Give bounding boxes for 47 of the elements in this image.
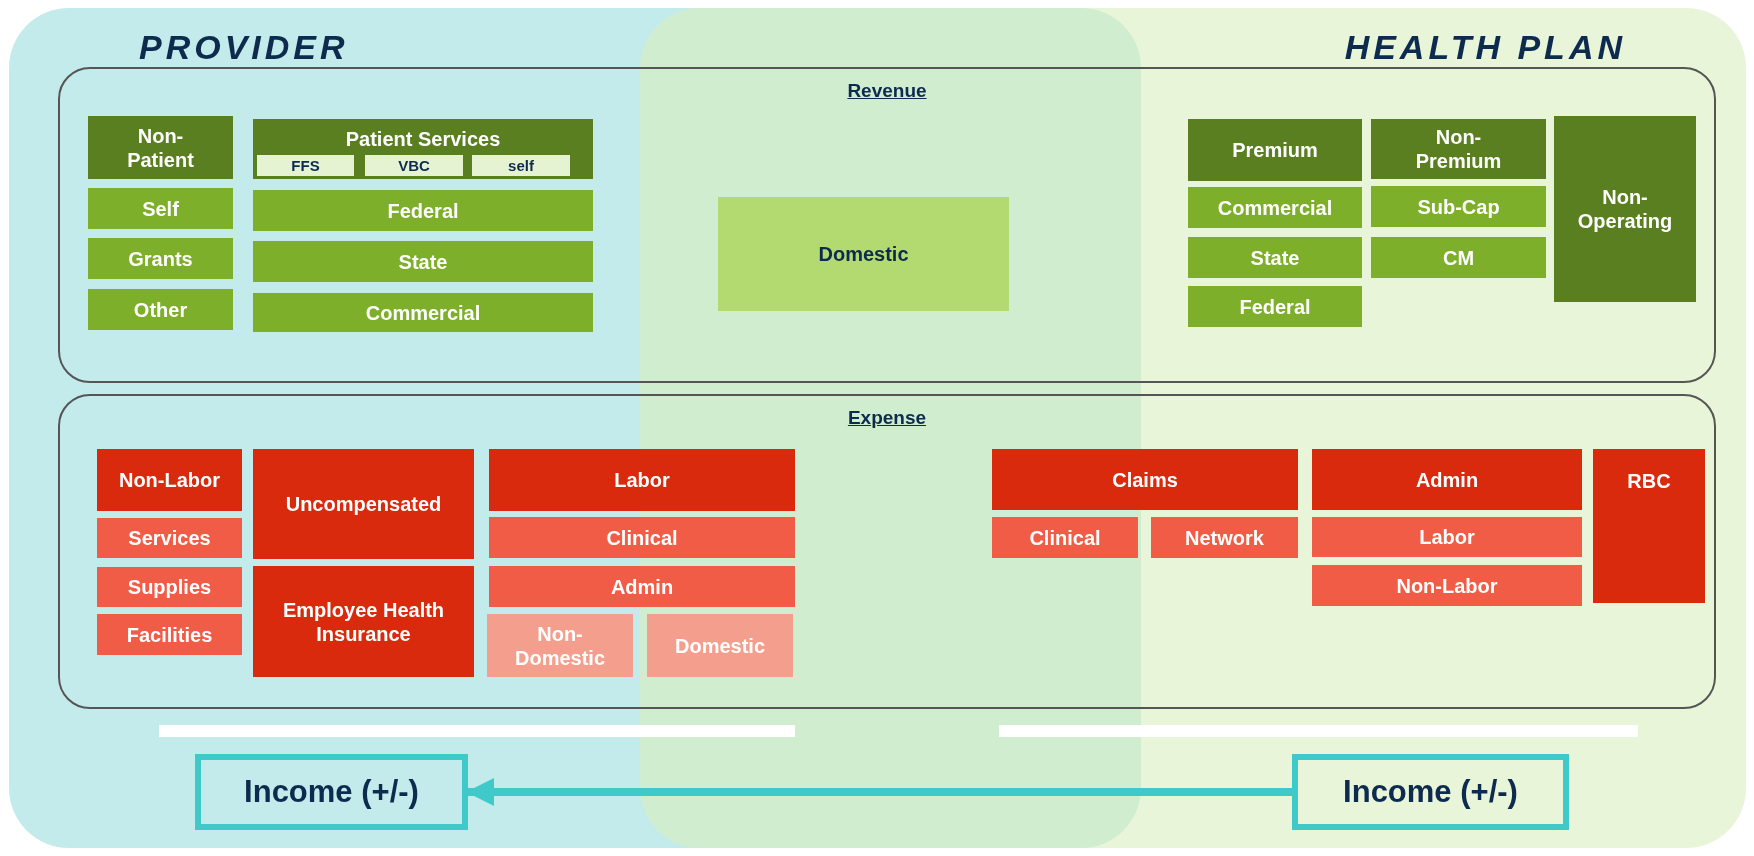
category-box: Federal xyxy=(1188,286,1362,327)
income-box: Income (+/-) xyxy=(195,754,468,830)
category-header-box: Non-Operating xyxy=(1554,116,1696,302)
category-box: Other xyxy=(88,289,233,330)
category-box: Clinical xyxy=(992,517,1138,558)
category-box: Non-Domestic xyxy=(487,614,633,677)
category-header-box: Non-Labor xyxy=(97,449,242,511)
category-box: Self xyxy=(88,188,233,229)
category-box: Non-Labor xyxy=(1312,565,1582,606)
category-box: State xyxy=(1188,237,1362,278)
category-box: Clinical xyxy=(489,517,795,558)
category-box: Services xyxy=(97,518,242,558)
category-box: State xyxy=(253,241,593,282)
category-box: Domestic xyxy=(647,614,793,677)
income-box: Income (+/-) xyxy=(1292,754,1569,830)
category-box: Supplies xyxy=(97,567,242,607)
category-header-box: Premium xyxy=(1188,119,1362,181)
category-box: Domestic xyxy=(718,197,1009,311)
region-title: HEALTH PLAN xyxy=(1344,27,1626,68)
category-header-box: RBC xyxy=(1593,449,1705,603)
region-title: PROVIDER xyxy=(139,28,349,66)
category-box: Commercial xyxy=(1188,187,1362,228)
section-panel xyxy=(58,394,1716,709)
arrow xyxy=(466,778,1292,806)
category-box: Grants xyxy=(88,238,233,279)
category-header-box: Non-Premium xyxy=(1371,119,1546,179)
category-header-box: Claims xyxy=(992,449,1298,510)
section-heading: Expense xyxy=(847,406,927,430)
category-box: Commercial xyxy=(253,293,593,332)
category-box: Admin xyxy=(489,566,795,607)
category-header-box: Employee Health Insurance xyxy=(253,566,474,677)
category-box: Network xyxy=(1151,517,1298,558)
category-box: Labor xyxy=(1312,517,1582,557)
section-heading: Revenue xyxy=(847,79,927,103)
category-header-box: Uncompensated xyxy=(253,449,474,559)
category-header-box: Labor xyxy=(489,449,795,511)
section-panel xyxy=(58,67,1716,383)
category-header-box: Non-Patient xyxy=(88,116,233,179)
category-header-box: Admin xyxy=(1312,449,1582,510)
sub-category-tag: self xyxy=(472,155,570,176)
sub-category-tag: FFS xyxy=(257,155,354,176)
category-box: CM xyxy=(1371,237,1546,278)
sub-category-tag: VBC xyxy=(365,155,463,176)
category-box: Facilities xyxy=(97,614,242,655)
category-box: Federal xyxy=(253,190,593,231)
category-header-box: Patient Services FFS VBC self xyxy=(253,119,593,179)
category-box: Sub-Cap xyxy=(1371,186,1546,227)
